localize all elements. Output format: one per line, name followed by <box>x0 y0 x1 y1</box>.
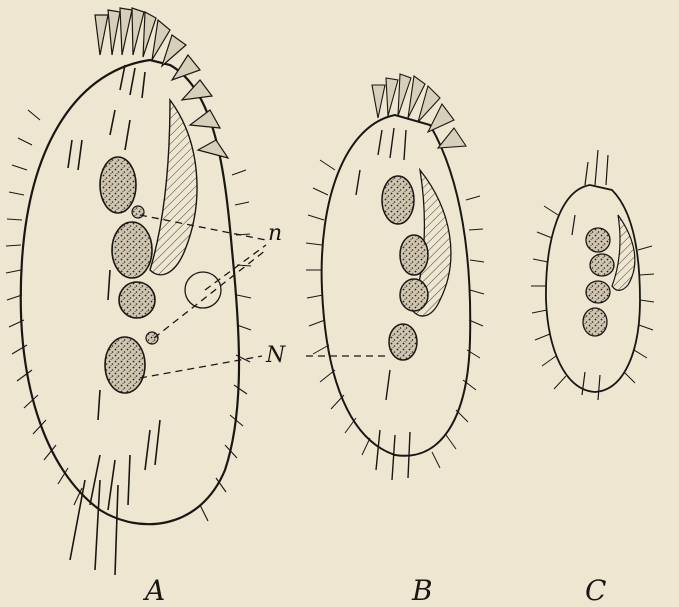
panel-label-c: C <box>585 574 606 607</box>
cell-a-cirri <box>68 65 160 575</box>
panel-label-a: A <box>142 574 165 607</box>
label-macronucleus: N <box>265 343 286 368</box>
panel-label-b: B <box>411 574 433 607</box>
cell-a <box>6 8 251 575</box>
cell-b <box>306 74 484 480</box>
label-micronucleus: n <box>268 221 282 246</box>
cell-b-outline <box>322 115 471 456</box>
cell-c-macronuclei <box>583 228 614 336</box>
cell-a-peristome <box>150 100 197 275</box>
cell-a-macronuclei <box>100 157 155 393</box>
cell-c <box>531 150 654 400</box>
cell-b-macronuclei <box>382 176 428 360</box>
cell-b-membranelles <box>372 74 466 148</box>
cell-a-membranelles <box>95 8 228 158</box>
